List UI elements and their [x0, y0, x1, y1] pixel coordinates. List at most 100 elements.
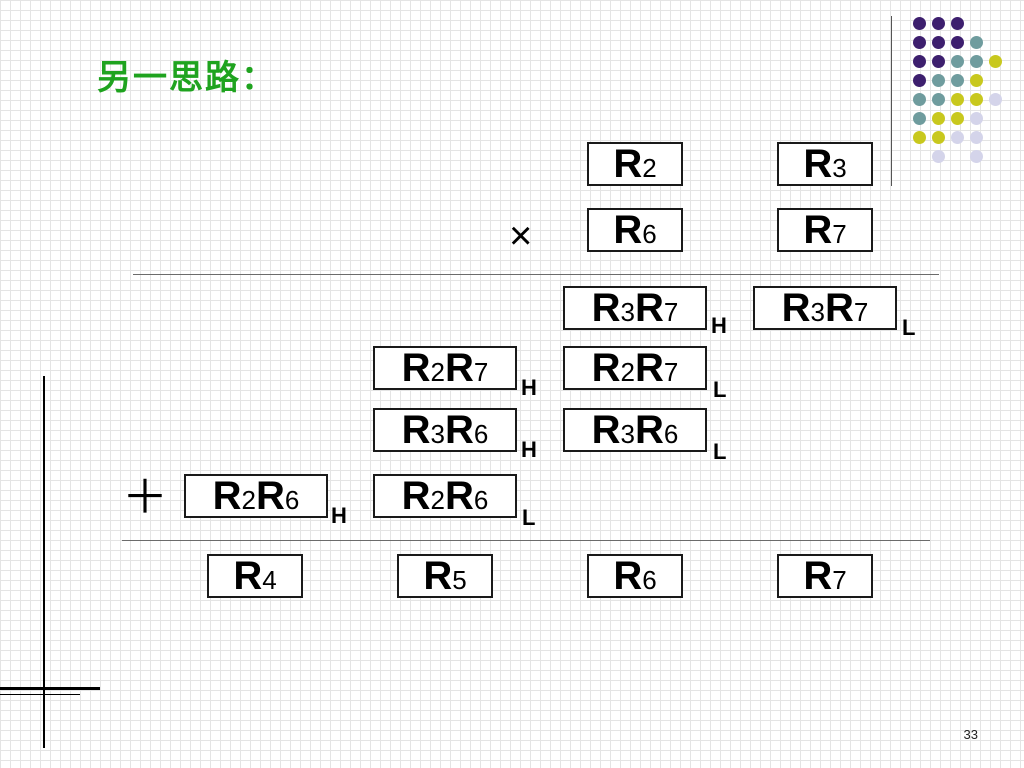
register-number: 6: [642, 219, 657, 249]
decor-dot: [951, 112, 964, 125]
left-horizontal-rule: [0, 687, 100, 690]
partial-number: 7: [853, 297, 869, 327]
partial-letter: R: [212, 474, 242, 518]
low-suffix: L: [713, 439, 727, 464]
register-number: 6: [642, 565, 657, 595]
decor-dot: [932, 150, 945, 163]
partial-letter: R: [445, 346, 474, 390]
partial-letter: R: [401, 346, 431, 390]
partial-number: 7: [473, 357, 489, 387]
top-right-divider: [891, 16, 892, 186]
register-number: 5: [452, 565, 467, 595]
decor-dot: [932, 17, 945, 30]
partial-number: 3: [620, 297, 635, 327]
low-suffix: L: [902, 315, 916, 340]
low-suffix: L: [713, 377, 727, 402]
decor-dot: [970, 112, 983, 125]
decor-dot: [970, 150, 983, 163]
register-number: 2: [642, 153, 657, 183]
partial-letter: R: [635, 346, 664, 390]
partial-letter: R: [781, 286, 811, 330]
decor-dot: [932, 131, 945, 144]
partial-letter: R: [635, 408, 664, 452]
low-suffix: L: [522, 505, 536, 530]
register-letter: R: [613, 554, 643, 598]
partial-letter: R: [401, 408, 431, 452]
decor-dot: [970, 36, 983, 49]
register-letter: R: [803, 208, 833, 252]
decor-dot: [970, 74, 983, 87]
decor-dot: [913, 17, 926, 30]
lower-separator-line: [122, 540, 930, 541]
decor-dot: [913, 55, 926, 68]
high-suffix: H: [521, 437, 537, 462]
partial-number: 6: [663, 419, 679, 449]
decor-dot: [951, 17, 964, 30]
decor-dot: [951, 36, 964, 49]
plus-sign: ＋: [122, 471, 168, 523]
high-suffix: H: [331, 503, 347, 528]
partial-letter: R: [591, 408, 621, 452]
register-letter: R: [613, 208, 643, 252]
partial-letter: R: [445, 474, 474, 518]
decor-dot: [970, 93, 983, 106]
decor-dot: [951, 74, 964, 87]
decor-dot: [932, 112, 945, 125]
page-number: 33: [963, 727, 978, 742]
register-letter: R: [613, 142, 643, 186]
partial-number: 6: [473, 419, 489, 449]
register-number: 3: [832, 153, 847, 183]
register-letter: R: [233, 554, 263, 598]
register-letter: R: [803, 554, 833, 598]
partial-number: 7: [663, 357, 679, 387]
decor-dot: [932, 74, 945, 87]
decor-dot: [932, 36, 945, 49]
partial-number: 2: [430, 357, 445, 387]
decor-dot: [913, 131, 926, 144]
high-suffix: H: [711, 313, 727, 338]
decor-dot: [970, 55, 983, 68]
register-letter: R: [803, 142, 833, 186]
partial-number: 3: [430, 419, 445, 449]
partial-number: 6: [284, 485, 300, 515]
partial-number: 6: [473, 485, 489, 515]
register-number: 4: [262, 565, 277, 595]
partial-letter: R: [591, 346, 621, 390]
partial-letter: R: [591, 286, 621, 330]
partial-letter: R: [401, 474, 431, 518]
decor-dot: [970, 131, 983, 144]
high-suffix: H: [521, 375, 537, 400]
decor-dot: [951, 55, 964, 68]
slide-title: 另一思路：: [97, 58, 277, 98]
decor-dot: [913, 74, 926, 87]
partial-letter: R: [256, 474, 285, 518]
decor-dot: [989, 93, 1002, 106]
decor-dot: [913, 36, 926, 49]
decor-dot: [951, 93, 964, 106]
partial-number: 3: [620, 419, 635, 449]
partial-number: 2: [241, 485, 256, 515]
decor-dot: [932, 55, 945, 68]
register-number: 7: [832, 219, 847, 249]
partial-number: 2: [430, 485, 445, 515]
partial-number: 2: [620, 357, 635, 387]
multiply-sign: ×: [509, 214, 533, 258]
partial-number: 3: [810, 297, 825, 327]
upper-separator-line: [133, 274, 939, 275]
left-vertical-rule: [43, 376, 45, 748]
